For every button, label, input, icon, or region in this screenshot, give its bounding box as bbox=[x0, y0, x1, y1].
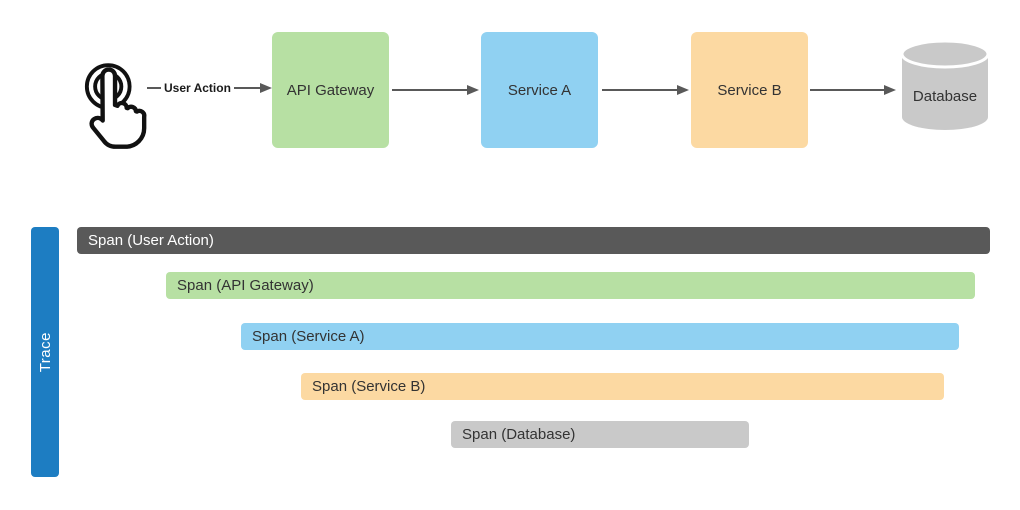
span-label: Span (Database) bbox=[462, 426, 576, 443]
arrow-user-to-gateway: User Action bbox=[147, 80, 272, 96]
node-label: Database bbox=[912, 88, 978, 105]
span-label: Span (User Action) bbox=[88, 232, 214, 249]
trace-bar: Trace bbox=[31, 227, 59, 477]
arrowhead-icon bbox=[884, 85, 896, 95]
node-database: Database bbox=[898, 38, 992, 134]
span-bar-service-a: Span (Service A) bbox=[241, 323, 959, 350]
node-label: Service B bbox=[717, 81, 782, 99]
arrow-line bbox=[147, 86, 161, 90]
span-label: Span (Service B) bbox=[312, 378, 426, 395]
arrow-service-b-to-database bbox=[810, 82, 896, 98]
arrow-line bbox=[602, 88, 677, 92]
arrow-line bbox=[233, 86, 260, 90]
node-api-gateway: API Gateway bbox=[272, 32, 389, 148]
node-service-a: Service A bbox=[481, 32, 598, 148]
span-bar-service-b: Span (Service B) bbox=[301, 373, 944, 400]
span-label: Span (API Gateway) bbox=[177, 277, 314, 294]
database-cylinder-icon bbox=[900, 39, 990, 130]
arrowhead-icon bbox=[677, 85, 689, 95]
arrow-line bbox=[392, 88, 467, 92]
span-bar-database: Span (Database) bbox=[451, 421, 749, 448]
arrowhead-icon bbox=[260, 83, 272, 93]
span-label: Span (Service A) bbox=[252, 328, 365, 345]
node-label: API Gateway bbox=[286, 81, 375, 99]
span-bar-api-gateway: Span (API Gateway) bbox=[166, 272, 975, 299]
arrow-gateway-to-service-a bbox=[392, 82, 479, 98]
arrow-service-a-to-service-b bbox=[602, 82, 689, 98]
span-bar-user-action: Span (User Action) bbox=[77, 227, 990, 254]
arrowhead-icon bbox=[467, 85, 479, 95]
node-label: Service A bbox=[507, 81, 572, 99]
trace-label: Trace bbox=[36, 331, 54, 373]
node-service-b: Service B bbox=[691, 32, 808, 148]
arrow-label: User Action bbox=[164, 81, 231, 95]
arrow-line bbox=[810, 88, 884, 92]
tap-gesture-icon bbox=[84, 63, 147, 149]
